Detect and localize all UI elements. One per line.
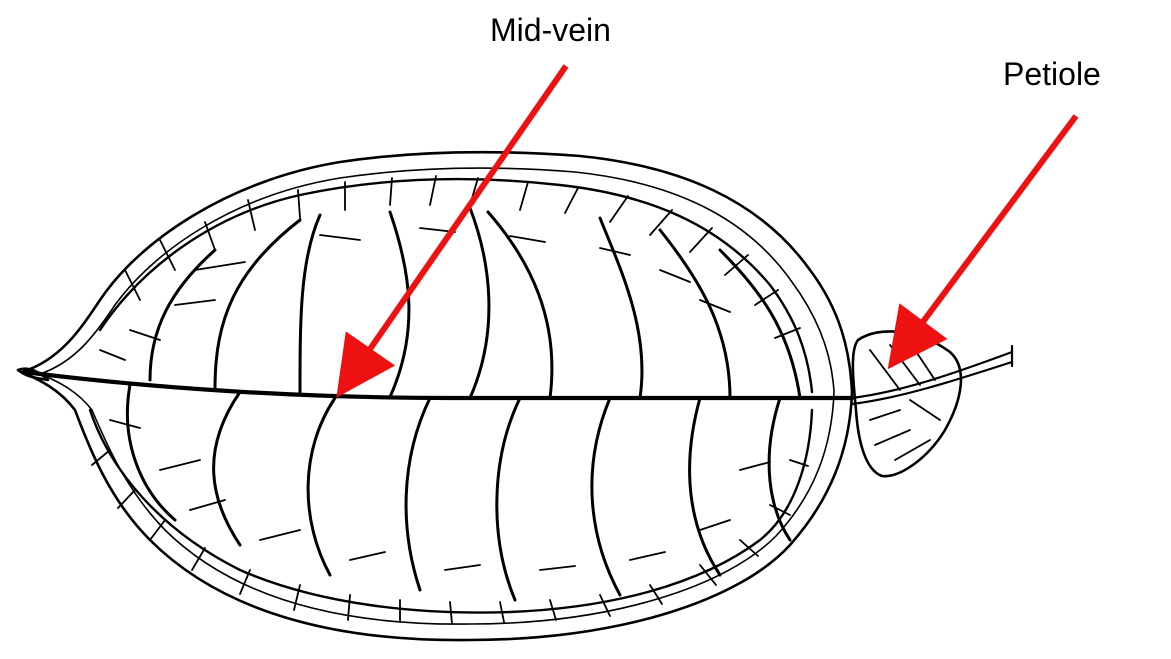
petiole-stalk (852, 362, 1012, 404)
lateral-vein (660, 230, 730, 398)
lateral-vein (406, 398, 430, 590)
petiole-wing (853, 331, 961, 476)
lateral-vein (600, 218, 642, 398)
petiole-group (852, 331, 1012, 476)
lateral-vein (690, 398, 720, 575)
vein-network (100, 228, 730, 360)
lateral-vein (127, 385, 175, 520)
mid-vein-label: Mid-vein (490, 14, 611, 46)
petiole-arrow (902, 116, 1076, 350)
lateral-vein (488, 212, 552, 398)
lateral-vein (300, 215, 320, 395)
lateral-vein (592, 398, 620, 595)
vein-network (110, 420, 770, 570)
petiole-label: Petiole (1003, 58, 1101, 90)
lateral-vein (470, 208, 489, 398)
annotation-arrows (350, 66, 1076, 378)
marginal-vein (100, 179, 812, 392)
leaf-blade (18, 152, 852, 640)
lateral-vein (214, 392, 240, 545)
lateral-vein (497, 398, 520, 600)
lateral-vein (150, 250, 215, 380)
lateral-vein (215, 220, 300, 388)
lateral-vein (308, 398, 335, 575)
midvein-arrow (350, 66, 566, 378)
petiole-veins (870, 345, 940, 460)
